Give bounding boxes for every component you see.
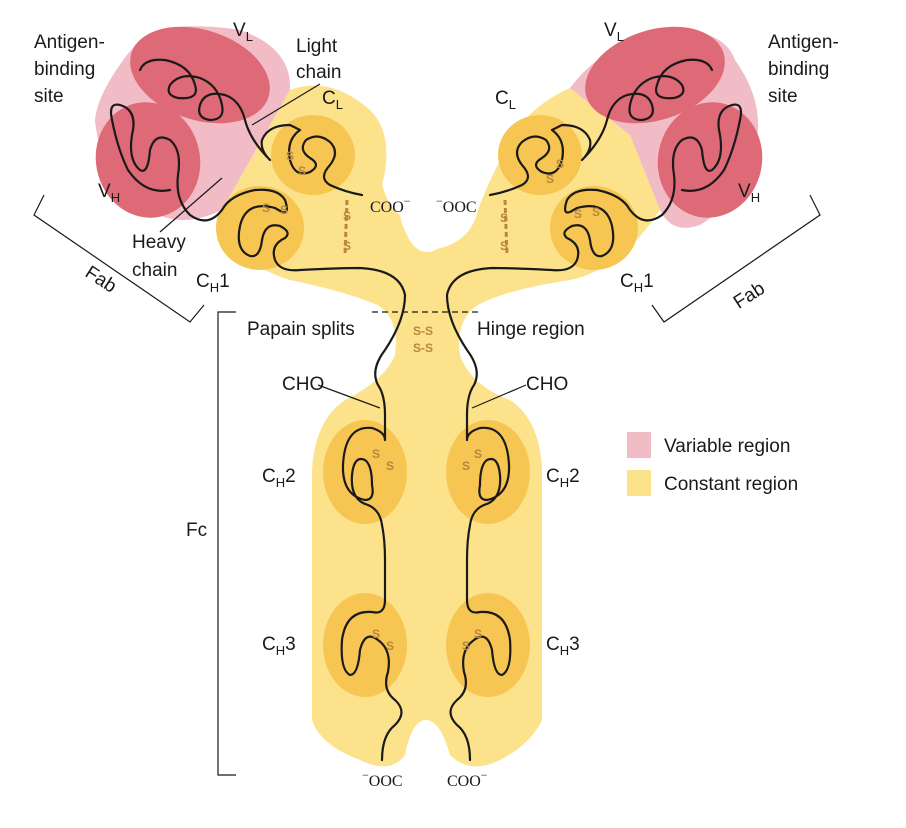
ss-hinge-1: S-S: [413, 324, 433, 338]
antigen-site-right-line2: binding: [768, 59, 829, 80]
ss-hinge-2: S-S: [413, 341, 433, 355]
domain-ch2-right: [446, 420, 530, 524]
legend: Variable region Constant region: [627, 432, 798, 496]
ch1-right-label: CH1: [620, 271, 654, 295]
fc-bracket: [217, 311, 236, 776]
ss-ch3-left-2: S: [386, 639, 394, 653]
legend-swatch-constant: [627, 470, 651, 496]
cl-left-label: CL: [322, 88, 343, 112]
ss-cl-right-2: S: [546, 172, 554, 186]
light-chain-leader: [251, 83, 321, 126]
domain-ch1-left: [216, 186, 304, 270]
ss-ch1-right-2: S: [592, 205, 600, 219]
coo-bottom-left-label: −OOC: [362, 768, 403, 790]
brackets: [33, 83, 821, 776]
domain-ch3-right: [446, 593, 530, 697]
interchain-bond-right: [503, 199, 509, 256]
domain-vh-right: [657, 102, 763, 218]
coo-bottom-right-label: COO−: [447, 768, 488, 790]
ss-ch3-left-1: S: [372, 627, 380, 641]
polypeptide-chains: [109, 58, 743, 762]
cl-right-label: CL: [495, 88, 516, 112]
heavy-chain-leader: [159, 177, 223, 233]
light-chain-right: [488, 58, 714, 197]
ss-cl-left-1: S: [286, 149, 294, 163]
hinge-region-label: Hinge region: [477, 319, 585, 340]
domain-vl-left: [130, 26, 270, 124]
ch3-right-label: CH3: [546, 634, 580, 658]
heavy-chain-right: [445, 103, 743, 762]
legend-label-variable: Variable region: [664, 436, 790, 457]
light-chain-label-line1: Light: [296, 36, 338, 57]
antigen-site-left-line3: site: [34, 86, 64, 107]
fab-right-label: Fab: [730, 278, 769, 313]
heavy-chain-label-line1: Heavy: [132, 232, 186, 253]
ch3-left-label: CH3: [262, 634, 296, 658]
ss-inter-right-1: S: [500, 211, 508, 225]
coo-right-arm-label: −OOC: [436, 194, 477, 216]
ss-ch1-right-1: S: [574, 207, 582, 221]
ss-inter-left-1: S: [343, 209, 351, 223]
legend-swatch-variable: [627, 432, 651, 458]
light-chain-label-line2: chain: [296, 62, 341, 83]
fc-label: Fc: [186, 520, 207, 541]
domain-ch3-left: [323, 593, 407, 697]
papain-splits-label: Papain splits: [247, 319, 355, 340]
ss-ch2-left-1: S: [372, 447, 380, 461]
ch2-right-label: CH2: [546, 466, 580, 490]
domain-ch1-right: [550, 186, 638, 270]
fab-right-bracket: [651, 194, 821, 323]
domain-ovals: [95, 26, 763, 697]
ss-ch3-right-2: S: [462, 639, 470, 653]
heavy-chain-left: [109, 103, 407, 762]
domain-ch2-left: [323, 420, 407, 524]
ss-ch2-right-2: S: [462, 459, 470, 473]
antigen-site-right-line1: Antigen-: [768, 32, 839, 53]
ss-ch2-right-1: S: [474, 447, 482, 461]
heavy-chain-label-line2: chain: [132, 260, 177, 281]
vl-right-label: VL: [604, 20, 624, 44]
ch1-left-label: CH1: [196, 271, 230, 295]
ss-ch2-left-2: S: [386, 459, 394, 473]
ss-ch1-left-2: S: [280, 203, 288, 217]
coo-left-arm-label: COO−: [370, 194, 411, 216]
domain-cl-right: [498, 115, 582, 195]
disulfide-bonds: S S S S S S S S S S S S S-S S-S S S S S …: [262, 149, 600, 653]
fab-left-bracket: [33, 194, 205, 323]
legend-label-constant: Constant region: [664, 474, 798, 495]
antigen-site-left-line2: binding: [34, 59, 95, 80]
fab-left-label: Fab: [81, 262, 120, 297]
light-chain-left: [138, 58, 364, 197]
ss-ch1-left-1: S: [262, 201, 270, 215]
cho-right-label: CHO: [526, 374, 568, 395]
ss-cl-left-2: S: [298, 164, 306, 178]
arms-notch: [402, 205, 452, 252]
vl-left-label: VL: [233, 20, 253, 44]
vh-left-label: VH: [98, 181, 120, 205]
antigen-site-left-line1: Antigen-: [34, 32, 105, 53]
cho-right-leader: [471, 384, 527, 409]
ss-ch3-right-1: S: [474, 627, 482, 641]
ss-inter-left-2: S: [343, 239, 351, 253]
cho-left-leader: [317, 384, 381, 409]
domain-cl-left: [271, 115, 355, 195]
ch2-left-label: CH2: [262, 466, 296, 490]
ss-inter-right-2: S: [500, 239, 508, 253]
ss-cl-right-1: S: [556, 157, 564, 171]
fc-bottom-notch: [405, 735, 447, 770]
antigen-site-right-line3: site: [768, 86, 798, 107]
cho-left-label: CHO: [282, 374, 324, 395]
vh-right-label: VH: [738, 181, 760, 205]
constant-region-body: [222, 85, 660, 767]
interchain-bond-left: [343, 199, 349, 256]
